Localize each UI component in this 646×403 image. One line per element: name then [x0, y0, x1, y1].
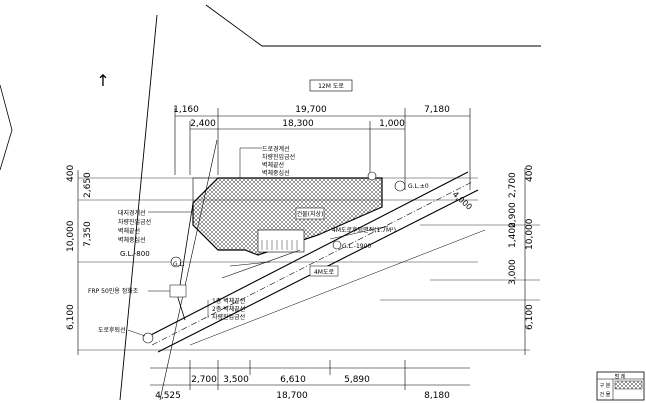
level-4: G.L.-1900: [342, 243, 371, 250]
leader-left-2: 차량진입금선: [118, 218, 151, 226]
dim-right-5: 2,900: [508, 202, 518, 228]
legend-header: 범 례: [615, 373, 626, 380]
legend-building: 건 물: [600, 391, 611, 398]
level-1: G.L.-800: [120, 250, 150, 258]
dim-bottom-5: 4,525: [155, 391, 181, 401]
leader-top-1: 드로경계선: [262, 145, 290, 153]
dim-bottom-7: 8,180: [424, 391, 450, 401]
level-3: G.L.±0: [408, 183, 429, 190]
note-frp: FRP 50인용 정화조: [88, 288, 139, 295]
dim-top-3: 7,180: [424, 105, 450, 115]
dim-top-6: 1,000: [379, 119, 405, 129]
dim-right-6: 3,000: [508, 259, 518, 285]
leader-bottom-2: 2층 벽체끝선: [212, 305, 245, 313]
dim-bottom-6: 18,700: [276, 391, 308, 401]
svg-text:↑: ↑: [96, 71, 109, 90]
note-sideroad: 4M도로후퇴면적(1.7M²): [332, 226, 396, 234]
dim-left-4: 10,000: [66, 220, 76, 252]
dim-left-1: 400: [66, 165, 76, 182]
dim-diagonal: 4,000: [451, 190, 474, 212]
dim-bottom-3: 6,610: [280, 375, 306, 385]
dim-right-3: 10,000: [525, 218, 535, 250]
leader-left-1: 대지경계선: [118, 209, 146, 217]
dim-right-1: 400: [525, 165, 535, 182]
dim-left-2: 2,650: [83, 172, 93, 198]
leader-top-3: 벽체끝선: [262, 161, 284, 169]
leader-top-4: 벽체중심선: [262, 169, 290, 177]
dim-top-4: 2,400: [190, 119, 216, 129]
leader-left-4: 벽체중심선: [118, 236, 146, 244]
note-setback: 도로후퇴선: [98, 326, 126, 334]
building-footprint: [192, 177, 383, 256]
dim-bottom-1: 2,700: [191, 375, 217, 385]
road-label-side: 4M도로: [314, 269, 335, 276]
dim-top-1: 1,160: [173, 105, 199, 115]
leader-bottom-3: 차량진입금선: [212, 313, 245, 321]
legend-col-label: 구 분: [600, 383, 611, 389]
road-label-box: [309, 79, 353, 92]
top-road-edge: [205, 4, 541, 47]
building-label: 건물(지상): [297, 210, 324, 218]
dim-left-5: 6,100: [66, 304, 76, 330]
legend-box: 범 례 구 분 건 물: [596, 371, 645, 401]
left-road-line-2: [159, 139, 218, 401]
left-boundary-edge: [0, 84, 13, 171]
dim-top-5: 18,300: [282, 119, 314, 129]
leader-left-3: 벽체끝선: [118, 227, 140, 235]
level-2: G.L.: [173, 261, 185, 268]
dim-right-7: 6,100: [525, 304, 535, 330]
north-arrow-icon: ↑: [96, 71, 109, 90]
dim-bottom-2: 3,500: [223, 375, 249, 385]
dim-right-2: 2,700: [508, 172, 518, 198]
stair-block: [257, 229, 305, 253]
leader-bottom-1: 1층 벽체끝선: [212, 297, 245, 305]
dim-bottom-4: 5,890: [344, 375, 370, 385]
dim-left-3: 7,350: [83, 221, 93, 247]
dim-right-4: 1,400: [508, 222, 518, 248]
road-label-top: 12M 도로: [318, 83, 344, 90]
left-road-line: [119, 14, 158, 401]
leader-top-2: 차량진입금선: [262, 153, 295, 161]
dim-top-2: 19,700: [295, 105, 327, 115]
